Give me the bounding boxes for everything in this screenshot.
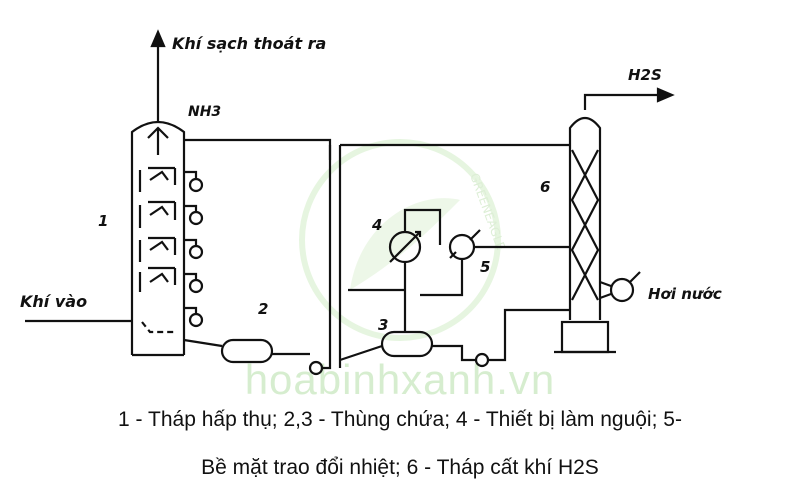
label-number-6: 6 bbox=[540, 178, 551, 196]
process-diagram: GREENEAGLE bbox=[25, 29, 675, 376]
stripping-tower-6 bbox=[554, 87, 675, 354]
label-number-4: 4 bbox=[372, 216, 383, 234]
caption-line-2: Bề mặt trao đổi nhiệt; 6 - Tháp cất khí … bbox=[201, 456, 599, 479]
label-h2s: H2S bbox=[628, 66, 662, 84]
heat-exchanger-5 bbox=[420, 229, 570, 297]
label-number-5: 5 bbox=[480, 258, 491, 276]
caption-line-1: 1 - Tháp hấp thụ; 2,3 - Thùng chứa; 4 - … bbox=[118, 408, 682, 431]
watermark-site-text: hoabinhxanh.vn bbox=[244, 356, 556, 403]
absorption-tower-1 bbox=[25, 29, 204, 357]
label-steam: Hơi nước bbox=[648, 285, 722, 303]
watermark-brand-text: GREENEAGLE bbox=[467, 171, 508, 252]
storage-tank-2 bbox=[183, 145, 342, 376]
label-number-1: 1 bbox=[98, 212, 109, 230]
label-gas-in: Khí vào bbox=[20, 292, 88, 311]
label-number-3: 3 bbox=[378, 316, 389, 334]
storage-tank-3 bbox=[339, 262, 570, 368]
label-clean-gas-out: Khí sạch thoát ra bbox=[172, 34, 327, 53]
label-number-2: 2 bbox=[258, 300, 269, 318]
label-nh3: NH3 bbox=[188, 104, 222, 120]
